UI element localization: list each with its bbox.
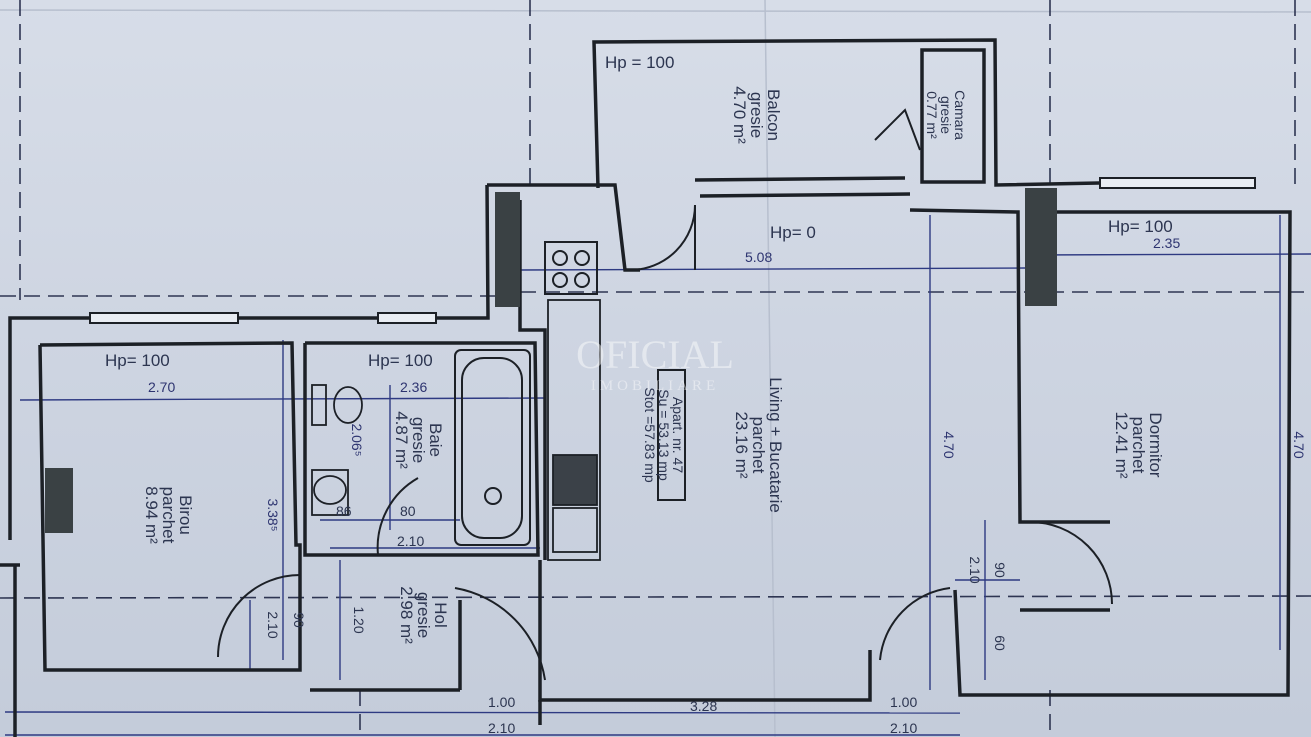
dormitor-hp-label: Hp= 100 bbox=[1108, 217, 1173, 236]
baie-name: Baie bbox=[426, 423, 445, 457]
kitchen-counter bbox=[547, 299, 601, 561]
dim-bottom-210-left: 2.10 bbox=[488, 720, 515, 736]
baie-hp-label: Hp= 100 bbox=[368, 351, 433, 370]
camara-area: 0.77 m² bbox=[924, 91, 940, 139]
living-hp-label: Hp= 0 bbox=[770, 223, 816, 242]
dormitor-floor: parchet bbox=[1129, 417, 1148, 474]
kitchen-stove bbox=[544, 241, 598, 295]
hol-area: 2.98 m² bbox=[397, 586, 416, 644]
living-floor: parchet bbox=[749, 417, 768, 474]
dim-living-width: 5.08 bbox=[745, 249, 772, 265]
toilet-and-sink bbox=[311, 384, 363, 516]
stamp-useful-area: Su = 53.13 mp bbox=[656, 389, 672, 481]
dim-living-depth: 4.70 bbox=[941, 431, 957, 458]
living-name: Living + Bucatarie bbox=[766, 377, 785, 513]
baie-area: 4.87 m² bbox=[392, 411, 411, 469]
dim-birou-width: 2.70 bbox=[148, 379, 175, 395]
dim-hol-120: 1.20 bbox=[351, 606, 367, 633]
dim-dormitor-60: 60 bbox=[992, 635, 1008, 651]
dormitor-name: Dormitor bbox=[1146, 412, 1165, 478]
dim-baie-86: 86 bbox=[336, 503, 352, 519]
baie-floor: gresie bbox=[409, 417, 428, 463]
dormitor-area: 12.41 m² bbox=[1112, 411, 1131, 478]
windows bbox=[89, 177, 1256, 324]
dim-dormitor-depth: 4.70 bbox=[1291, 431, 1307, 458]
dim-baie-depth: 2.06⁵ bbox=[349, 423, 365, 456]
balcon-hp-label: Hp = 100 bbox=[605, 53, 674, 72]
birou-floor: parchet bbox=[159, 487, 178, 544]
dim-baie-210: 2.10 bbox=[397, 533, 424, 549]
dim-dormitor-width: 2.35 bbox=[1153, 235, 1180, 251]
hol-name: Hol bbox=[431, 602, 450, 628]
columns bbox=[45, 188, 1057, 533]
balcon-floor: gresie bbox=[747, 92, 766, 138]
apartment-stamp-box bbox=[657, 369, 686, 501]
dimension-lines bbox=[4, 215, 1311, 736]
bathtub bbox=[454, 349, 531, 546]
camara-floor: gresie bbox=[938, 96, 954, 134]
stamp-total-area: Stot =57.83 mp bbox=[642, 387, 658, 483]
dim-bottom-210-right: 2.10 bbox=[890, 720, 917, 736]
stamp-apartment-number: Apart. nr. 47 bbox=[670, 397, 686, 473]
birou-name: Birou bbox=[176, 495, 195, 535]
dim-birou-door-height: 2.10 bbox=[265, 611, 281, 638]
dim-birou-door-width: 90 bbox=[291, 612, 307, 628]
watermark-title: OFICIAL bbox=[576, 332, 734, 377]
watermark-subtitle: IMOBILIARE bbox=[591, 378, 719, 394]
hol-floor: gresie bbox=[414, 592, 433, 638]
dim-dormitor-door-width: 90 bbox=[992, 562, 1008, 578]
balcon-name: Balcon bbox=[764, 89, 783, 141]
dim-baie-80: 80 bbox=[400, 503, 416, 519]
dim-birou-depth: 3.38⁵ bbox=[265, 498, 281, 531]
camara-name: Camara bbox=[952, 90, 968, 140]
dim-bottom-328: 3.28 bbox=[690, 698, 717, 714]
dim-baie-width: 2.36 bbox=[400, 379, 427, 395]
balcon-area: 4.70 m² bbox=[730, 86, 749, 144]
living-area: 23.16 m² bbox=[732, 411, 751, 478]
walls bbox=[0, 38, 1292, 737]
doors bbox=[217, 108, 1113, 681]
birou-hp-label: Hp= 100 bbox=[105, 351, 170, 370]
dim-bottom-100-left: 1.00 bbox=[488, 694, 515, 710]
dim-dormitor-door-height: 2.10 bbox=[967, 556, 983, 583]
dim-bottom-100-right: 1.00 bbox=[890, 694, 917, 710]
birou-area: 8.94 m² bbox=[142, 486, 161, 544]
